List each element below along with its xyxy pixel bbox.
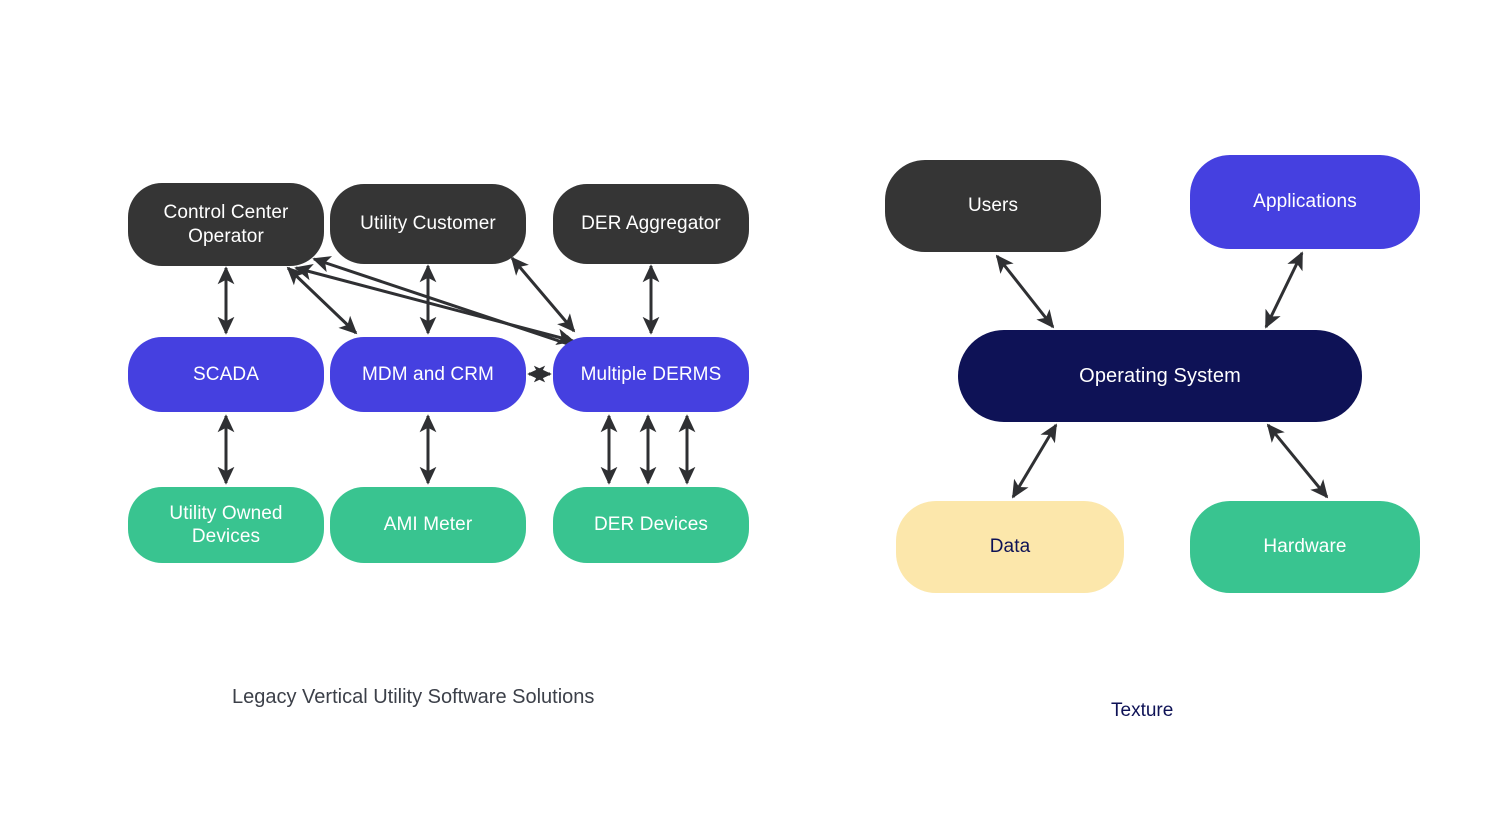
node-label: Hardware xyxy=(1263,535,1346,558)
node-label-line: Applications xyxy=(1253,191,1357,213)
node-label-line: AMI Meter xyxy=(383,514,473,536)
node-ami-meter[interactable]: AMI Meter xyxy=(330,487,526,563)
node-label-line: DER Aggregator xyxy=(581,213,721,235)
node-label-line: Utility Owned xyxy=(169,502,283,524)
node-label: Multiple DERMS xyxy=(581,363,722,386)
node-label: Operating System xyxy=(1079,364,1241,388)
node-scada[interactable]: SCADA xyxy=(128,337,324,412)
edge-apps-os xyxy=(1264,251,1304,329)
node-label: MDM and CRM xyxy=(362,363,494,386)
node-label-line: DER Devices xyxy=(593,514,709,536)
diagram-caption-texture: Texture xyxy=(1111,700,1174,721)
node-label: SCADA xyxy=(193,363,259,386)
edge-users-os xyxy=(995,254,1055,329)
node-data[interactable]: Data xyxy=(896,501,1124,593)
node-label-line: MDM and CRM xyxy=(361,363,494,385)
node-label: Applications xyxy=(1253,190,1357,213)
node-label-line: Multiple DERMS xyxy=(580,363,722,385)
node-label-line: Users xyxy=(967,195,1019,217)
node-label: AMI Meter xyxy=(384,513,473,536)
edge-cco-mdm xyxy=(286,266,358,335)
edge-uc-derms xyxy=(312,256,582,351)
node-multiple-derms[interactable]: Multiple DERMS xyxy=(553,337,749,412)
edge-dera-derms-diag xyxy=(510,256,576,333)
node-users[interactable]: Users xyxy=(885,160,1101,252)
diagram-caption-legacy: Legacy Vertical Utility Software Solutio… xyxy=(232,686,595,708)
node-label-line: Utility Customer xyxy=(360,213,496,235)
node-label-line: SCADA xyxy=(193,363,259,385)
node-der-devices[interactable]: DER Devices xyxy=(553,487,749,563)
node-label-line: Control Center xyxy=(163,202,289,224)
node-hardware[interactable]: Hardware xyxy=(1190,501,1420,593)
edge-os-data xyxy=(1011,423,1058,499)
node-label: DER Devices xyxy=(594,513,708,536)
node-label: Utility Customer xyxy=(360,212,496,235)
edge-os-hardware xyxy=(1266,423,1329,499)
node-label-line: Data xyxy=(989,536,1031,558)
node-utility-customer[interactable]: Utility Customer xyxy=(330,184,526,264)
node-label-line: Operator xyxy=(188,225,264,247)
node-label: Users xyxy=(968,194,1018,217)
node-label-line: Operating System xyxy=(1079,364,1241,387)
node-operating-system[interactable]: Operating System xyxy=(958,330,1362,422)
node-label-line: Hardware xyxy=(1263,536,1347,558)
node-label: DER Aggregator xyxy=(581,212,721,235)
edge-cco-derms xyxy=(294,264,575,345)
node-label-line: Devices xyxy=(191,526,261,547)
node-applications[interactable]: Applications xyxy=(1190,155,1420,249)
node-mdm-and-crm[interactable]: MDM and CRM xyxy=(330,337,526,412)
node-label: Data xyxy=(990,535,1031,558)
node-der-aggregator[interactable]: DER Aggregator xyxy=(553,184,749,264)
